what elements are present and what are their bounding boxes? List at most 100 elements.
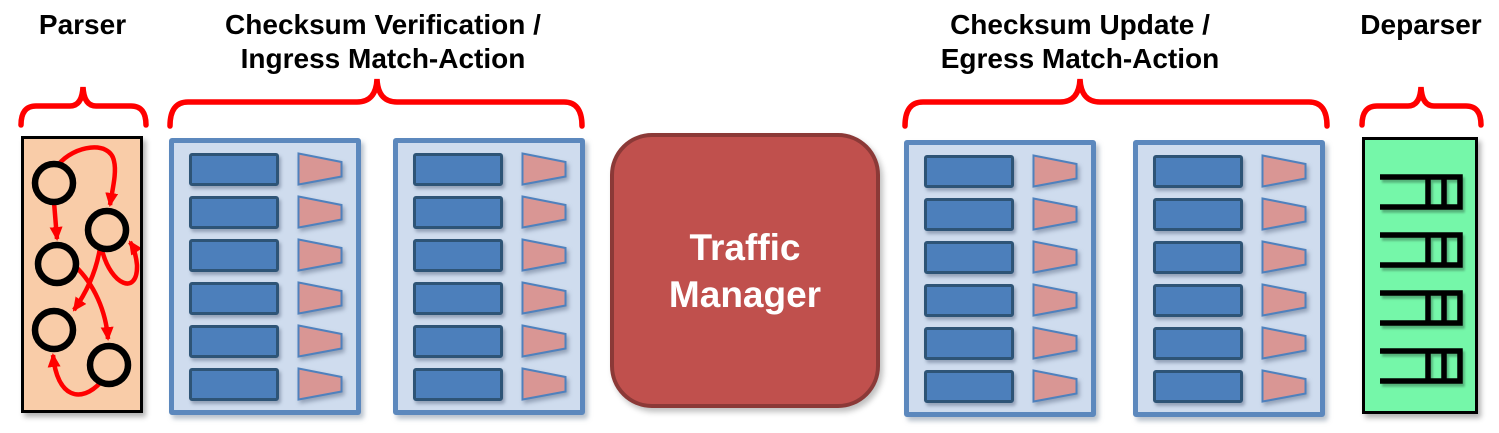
- table-row: [413, 367, 580, 401]
- table-row: [924, 326, 1091, 360]
- action-unit: [1032, 197, 1078, 231]
- action-unit: [521, 238, 567, 272]
- parser-edge: [73, 264, 114, 341]
- action-unit: [1261, 283, 1307, 317]
- parser-label: Parser: [20, 8, 145, 42]
- action-unit: [1261, 197, 1307, 231]
- match-table: [413, 238, 503, 272]
- action-unit: [1261, 240, 1307, 274]
- match-table: [189, 281, 279, 315]
- table-row: [413, 238, 580, 272]
- match-table: [413, 367, 503, 401]
- traffic-manager-line1: Traffic: [689, 226, 801, 268]
- ingress-label-line1: Checksum Verification /: [225, 9, 541, 40]
- deparser-label: Deparser: [1350, 8, 1492, 42]
- match-table: [1153, 369, 1243, 403]
- queue-symbol: [1380, 174, 1463, 210]
- deparser-box: [1362, 137, 1478, 414]
- action-unit: [297, 281, 343, 315]
- action-unit: [1032, 369, 1078, 403]
- stage-rows: [398, 143, 580, 410]
- table-row: [189, 152, 356, 186]
- table-row: [413, 324, 580, 358]
- parser-state: [31, 160, 77, 206]
- table-row: [1153, 197, 1320, 231]
- queue-symbol: [1380, 290, 1463, 326]
- table-row: [189, 238, 356, 272]
- match-table: [1153, 197, 1243, 231]
- ingress-label: Checksum Verification / Ingress Match-Ac…: [168, 8, 598, 76]
- ingress-stage-1: [169, 138, 361, 415]
- parser-state: [84, 207, 130, 253]
- table-row: [924, 369, 1091, 403]
- table-row: [413, 152, 580, 186]
- action-unit: [297, 195, 343, 229]
- egress-stage-1: [904, 140, 1096, 417]
- table-row: [924, 283, 1091, 317]
- table-row: [924, 154, 1091, 188]
- match-table: [924, 154, 1014, 188]
- match-table: [189, 324, 279, 358]
- action-unit: [521, 152, 567, 186]
- parser-edge: [99, 240, 140, 286]
- parser-label-text: Parser: [38, 9, 127, 40]
- parser-box: [21, 136, 143, 413]
- table-row: [1153, 154, 1320, 188]
- ingress-stage-2: [393, 138, 585, 415]
- deparser-queues: [1380, 174, 1463, 384]
- match-table: [1153, 240, 1243, 274]
- action-unit: [521, 324, 567, 358]
- match-table: [924, 283, 1014, 317]
- match-table: [1153, 154, 1243, 188]
- match-table: [189, 195, 279, 229]
- action-unit: [1032, 154, 1078, 188]
- table-row: [189, 195, 356, 229]
- table-row: [1153, 283, 1320, 317]
- action-unit: [1261, 154, 1307, 188]
- action-unit: [1032, 283, 1078, 317]
- deparser-label-text: Deparser: [1360, 9, 1482, 40]
- action-unit: [297, 238, 343, 272]
- ingress-label-line2: Ingress Match-Action: [240, 43, 526, 74]
- ingress-brace: [167, 78, 585, 129]
- action-unit: [521, 367, 567, 401]
- egress-label-line1: Checksum Update /: [950, 9, 1210, 40]
- match-table: [413, 324, 503, 358]
- action-unit: [1261, 326, 1307, 360]
- action-unit: [521, 281, 567, 315]
- match-table: [413, 281, 503, 315]
- table-row: [924, 197, 1091, 231]
- stage-rows: [1138, 145, 1320, 412]
- match-table: [189, 238, 279, 272]
- deparser-brace: [1359, 86, 1484, 128]
- egress-brace: [902, 78, 1330, 129]
- action-unit: [297, 152, 343, 186]
- action-unit: [297, 367, 343, 401]
- parser-edge: [49, 201, 63, 241]
- table-row: [189, 367, 356, 401]
- table-row: [189, 324, 356, 358]
- match-table: [189, 367, 279, 401]
- parser-edge: [47, 353, 103, 397]
- stage-rows: [909, 145, 1091, 412]
- table-row: [924, 240, 1091, 274]
- match-table: [189, 152, 279, 186]
- match-table: [413, 152, 503, 186]
- match-table: [924, 326, 1014, 360]
- table-row: [189, 281, 356, 315]
- parser-edge: [56, 145, 119, 207]
- table-row: [1153, 240, 1320, 274]
- match-table: [924, 197, 1014, 231]
- egress-label-line2: Egress Match-Action: [940, 43, 1220, 74]
- table-row: [413, 195, 580, 229]
- table-row: [413, 281, 580, 315]
- match-table: [1153, 326, 1243, 360]
- stage-rows: [174, 143, 356, 410]
- parser-state: [34, 241, 80, 287]
- action-unit: [1032, 240, 1078, 274]
- action-unit: [297, 324, 343, 358]
- match-table: [1153, 283, 1243, 317]
- queue-symbol: [1380, 348, 1463, 384]
